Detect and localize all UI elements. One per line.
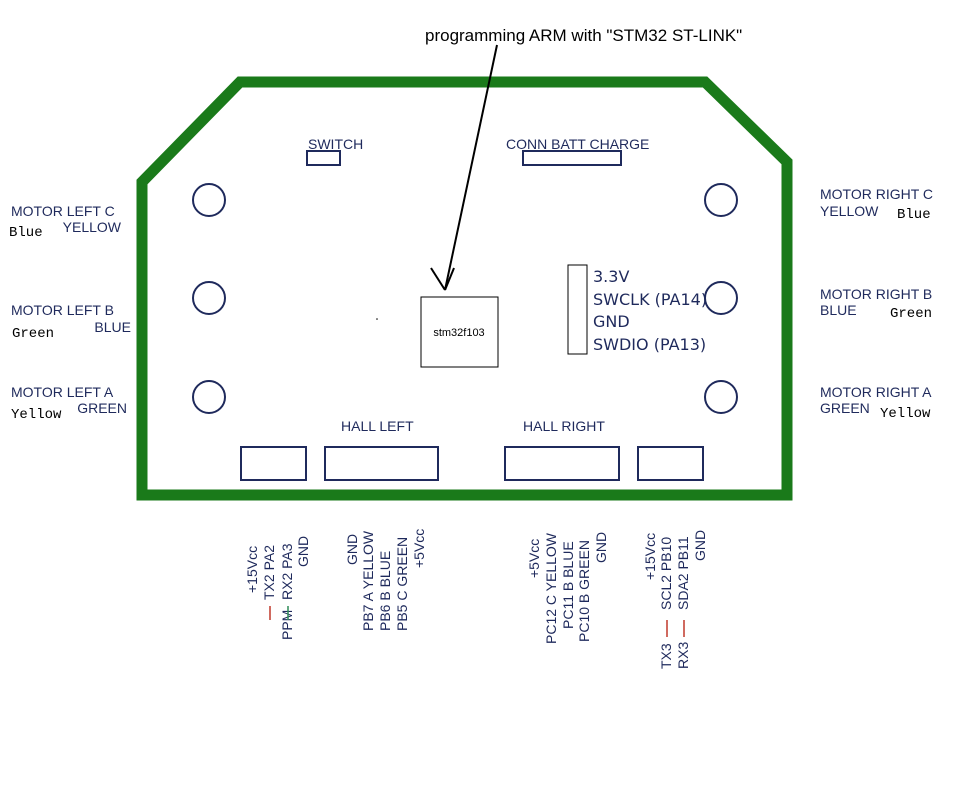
motor-right-b-wire: Green [890, 306, 932, 322]
uart2-pin-labels: +15Vcc TX2 PA2 RX2 PA3 GND PPM [244, 536, 311, 640]
annotation-text: programming ARM with "STM32 ST-LINK" [425, 26, 742, 45]
swd-pin-1: 3.3V [593, 267, 629, 286]
swd-pin-2: SWCLK (PA14) [593, 290, 707, 309]
annotation-arrow [430, 44, 498, 291]
hole-left-b [192, 281, 226, 315]
motor-right-c-wire: Blue [897, 207, 931, 223]
dot-mark [376, 318, 378, 320]
board-outline [136, 76, 793, 501]
swd-pin-4: SWDIO (PA13) [593, 335, 706, 354]
i2c-pin-2: SCL2 PB10 [658, 537, 674, 610]
hall-left-pin-3: PB6 B BLUE [377, 551, 393, 631]
hall-right-connector [504, 446, 620, 481]
mcu-chip [420, 296, 499, 368]
swd-pin-3: GND [593, 312, 630, 331]
hall-right-pin-4: PC10 B GREEN [576, 540, 592, 642]
uart2-pin-2: TX2 PA2 [261, 545, 277, 600]
motor-left-b-wire: Green [12, 326, 54, 342]
motor-right-c-title: MOTOR RIGHT C [820, 186, 933, 202]
hole-right-c [704, 183, 738, 217]
hall-left-pin-labels: GND PB7 A YELLOW PB6 B BLUE PB5 C GREEN … [344, 529, 427, 631]
i2c-tx3: TX3 [658, 643, 674, 669]
hall-left-pin-1: GND [344, 534, 360, 565]
switch-connector [306, 150, 341, 166]
motor-right-a-title: MOTOR RIGHT A [820, 384, 932, 400]
motor-left-c-color: YELLOW [63, 219, 122, 235]
hall-left-label: HALL LEFT [341, 418, 414, 434]
uart2-ppm: PPM [279, 610, 295, 640]
swd-pin-labels: 3.3V SWCLK (PA14) GND SWDIO (PA13) [593, 267, 707, 354]
motor-left-a-color: GREEN [77, 400, 127, 416]
uart2-pin-4: GND [295, 536, 311, 567]
motor-right-a-color: GREEN [820, 400, 870, 416]
i2c-rx3: RX3 [675, 642, 691, 669]
motor-right-a-wire: Yellow [880, 406, 931, 422]
uart2-connector [240, 446, 307, 481]
i2c-pin-3: SDA2 PB11 [675, 536, 691, 610]
hall-right-pin-2: PC12 C YELLOW [543, 532, 559, 644]
motor-left-labels: MOTOR LEFT C Blue YELLOW MOTOR LEFT B Gr… [9, 203, 131, 423]
motor-left-a-title: MOTOR LEFT A [11, 384, 114, 400]
mcu-chip-label: stm32f103 [433, 327, 484, 339]
hole-right-a [704, 380, 738, 414]
hall-left-pin-2: PB7 A YELLOW [360, 530, 376, 631]
motor-left-b-title: MOTOR LEFT B [11, 302, 114, 318]
hall-right-pin-1: +5Vcc [526, 539, 542, 578]
motor-left-b-color: BLUE [94, 319, 131, 335]
switch-label: SWITCH [308, 136, 363, 152]
i2c-pin-4: GND [692, 530, 708, 561]
motor-left-c-title: MOTOR LEFT C [11, 203, 115, 219]
motor-left-a-wire: Yellow [11, 407, 62, 423]
hole-right-b [704, 281, 738, 315]
motor-right-labels: MOTOR RIGHT C YELLOW Blue MOTOR RIGHT B … [820, 186, 933, 422]
hall-left-connector [324, 446, 439, 481]
hall-right-pin-5: GND [593, 532, 609, 563]
hole-left-a [192, 380, 226, 414]
hall-left-pin-4: PB5 C GREEN [394, 537, 410, 631]
motor-right-b-color: BLUE [820, 302, 857, 318]
bottom-connectors [240, 446, 704, 481]
hole-left-c [192, 183, 226, 217]
motor-holes [192, 183, 738, 414]
hall-right-label: HALL RIGHT [523, 418, 605, 434]
hall-right-pin-labels: +5Vcc PC12 C YELLOW PC11 B BLUE PC10 B G… [526, 532, 609, 644]
i2c-pin-labels: +15Vcc SCL2 PB10 SDA2 PB11 GND TX3 RX3 [642, 530, 708, 669]
uart2-pin-3: RX2 PA3 [279, 543, 295, 600]
batt-connector-label: CONN BATT CHARGE [506, 136, 649, 152]
motor-right-c-color: YELLOW [820, 203, 879, 219]
motor-right-b-title: MOTOR RIGHT B [820, 286, 932, 302]
hall-right-pin-3: PC11 B BLUE [560, 541, 576, 629]
i2c-connector [637, 446, 704, 481]
batt-connector [522, 150, 622, 166]
swd-header [567, 264, 588, 355]
hall-left-pin-5: +5Vcc [411, 529, 427, 568]
i2c-pin-1: +15Vcc [642, 533, 658, 580]
uart2-pin-1: +15Vcc [244, 546, 260, 593]
motor-left-c-wire: Blue [9, 225, 43, 241]
